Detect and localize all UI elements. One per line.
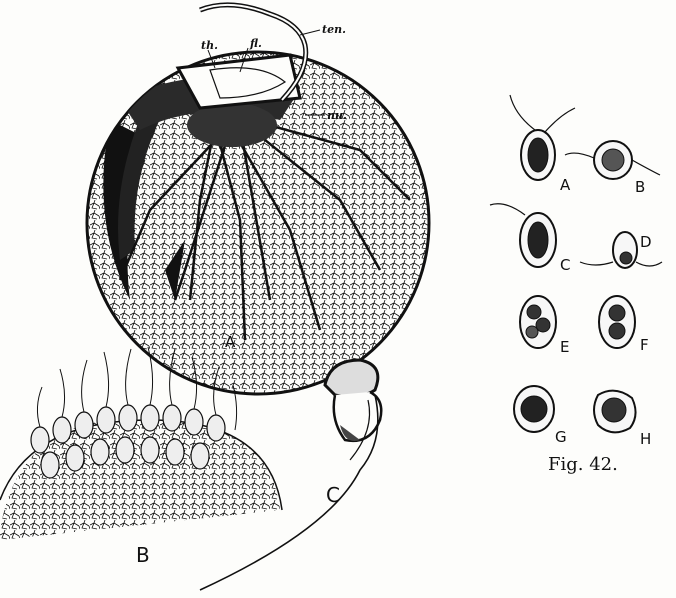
label-tentacle: ten. <box>322 24 346 35</box>
noctiluca-cell-drawing <box>87 5 429 394</box>
panel-label-c: C <box>326 485 340 505</box>
cell-label-a: A <box>560 178 570 193</box>
cell-label-g: G <box>555 430 567 445</box>
cell-label-f: F <box>640 338 649 353</box>
panel-label-a: A <box>225 335 235 350</box>
cell-label-b: B <box>635 180 645 195</box>
cell-label-c: C <box>560 258 570 273</box>
figure-caption: Fig. 42. <box>548 456 618 474</box>
label-flagellum: fl. <box>250 38 262 49</box>
cell-label-e: E <box>560 340 569 355</box>
cell-label-h: H <box>640 432 651 447</box>
cell-label-d: D <box>640 235 652 250</box>
label-teeth: th. <box>201 40 218 51</box>
label-nucleus: nu. <box>327 110 347 121</box>
panel-label-b: B <box>136 545 150 565</box>
small-cells-drawing <box>490 95 662 432</box>
